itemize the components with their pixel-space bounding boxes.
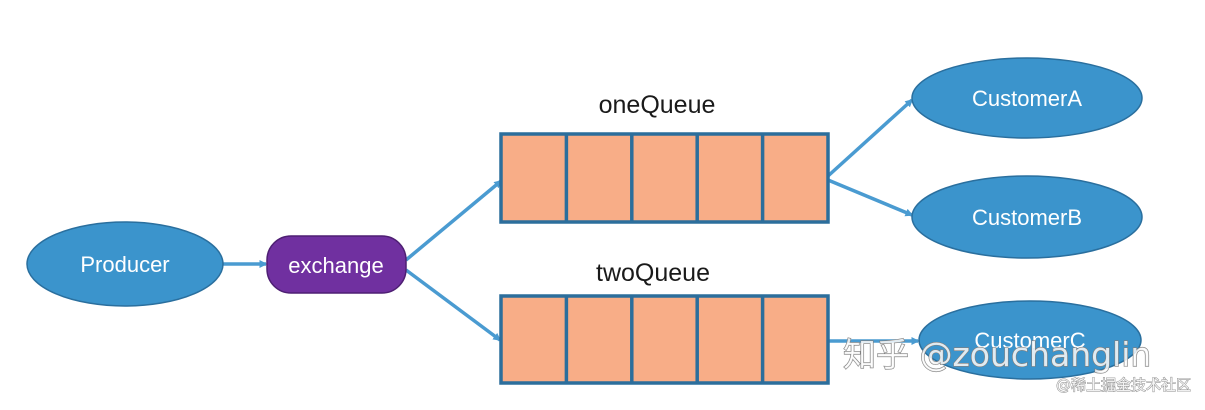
- exchange-label: exchange: [288, 253, 383, 278]
- arrow-exchange-to-one-queue: [404, 179, 503, 262]
- two-queue: [499, 294, 830, 385]
- zhihu-watermark: 知乎 @zouchanglin: [843, 335, 1151, 374]
- customer-c-label: CustomerC: [974, 328, 1085, 353]
- one-queue: [499, 132, 830, 224]
- customer-c-node: CustomerC: [918, 300, 1142, 380]
- exchange-node: exchange: [266, 235, 407, 294]
- arrow-exchange-to-two-queue: [404, 268, 502, 342]
- customer-a-label: CustomerA: [972, 86, 1082, 111]
- juejin-watermark: @稀土掘金技术社区: [1056, 376, 1191, 394]
- arrow-one-queue-to-customer-a: [826, 98, 914, 178]
- connectors: [222, 98, 920, 345]
- producer-label: Producer: [80, 252, 169, 277]
- customer-b-label: CustomerB: [972, 205, 1082, 230]
- customer-a-node: CustomerA: [911, 57, 1143, 139]
- producer-node: Producer: [26, 221, 224, 307]
- customer-b-node: CustomerB: [911, 175, 1143, 259]
- two-queue-title: twoQueue: [596, 259, 710, 287]
- arrow-one-queue-to-customer-b: [827, 178, 914, 217]
- one-queue-title: oneQueue: [599, 91, 716, 119]
